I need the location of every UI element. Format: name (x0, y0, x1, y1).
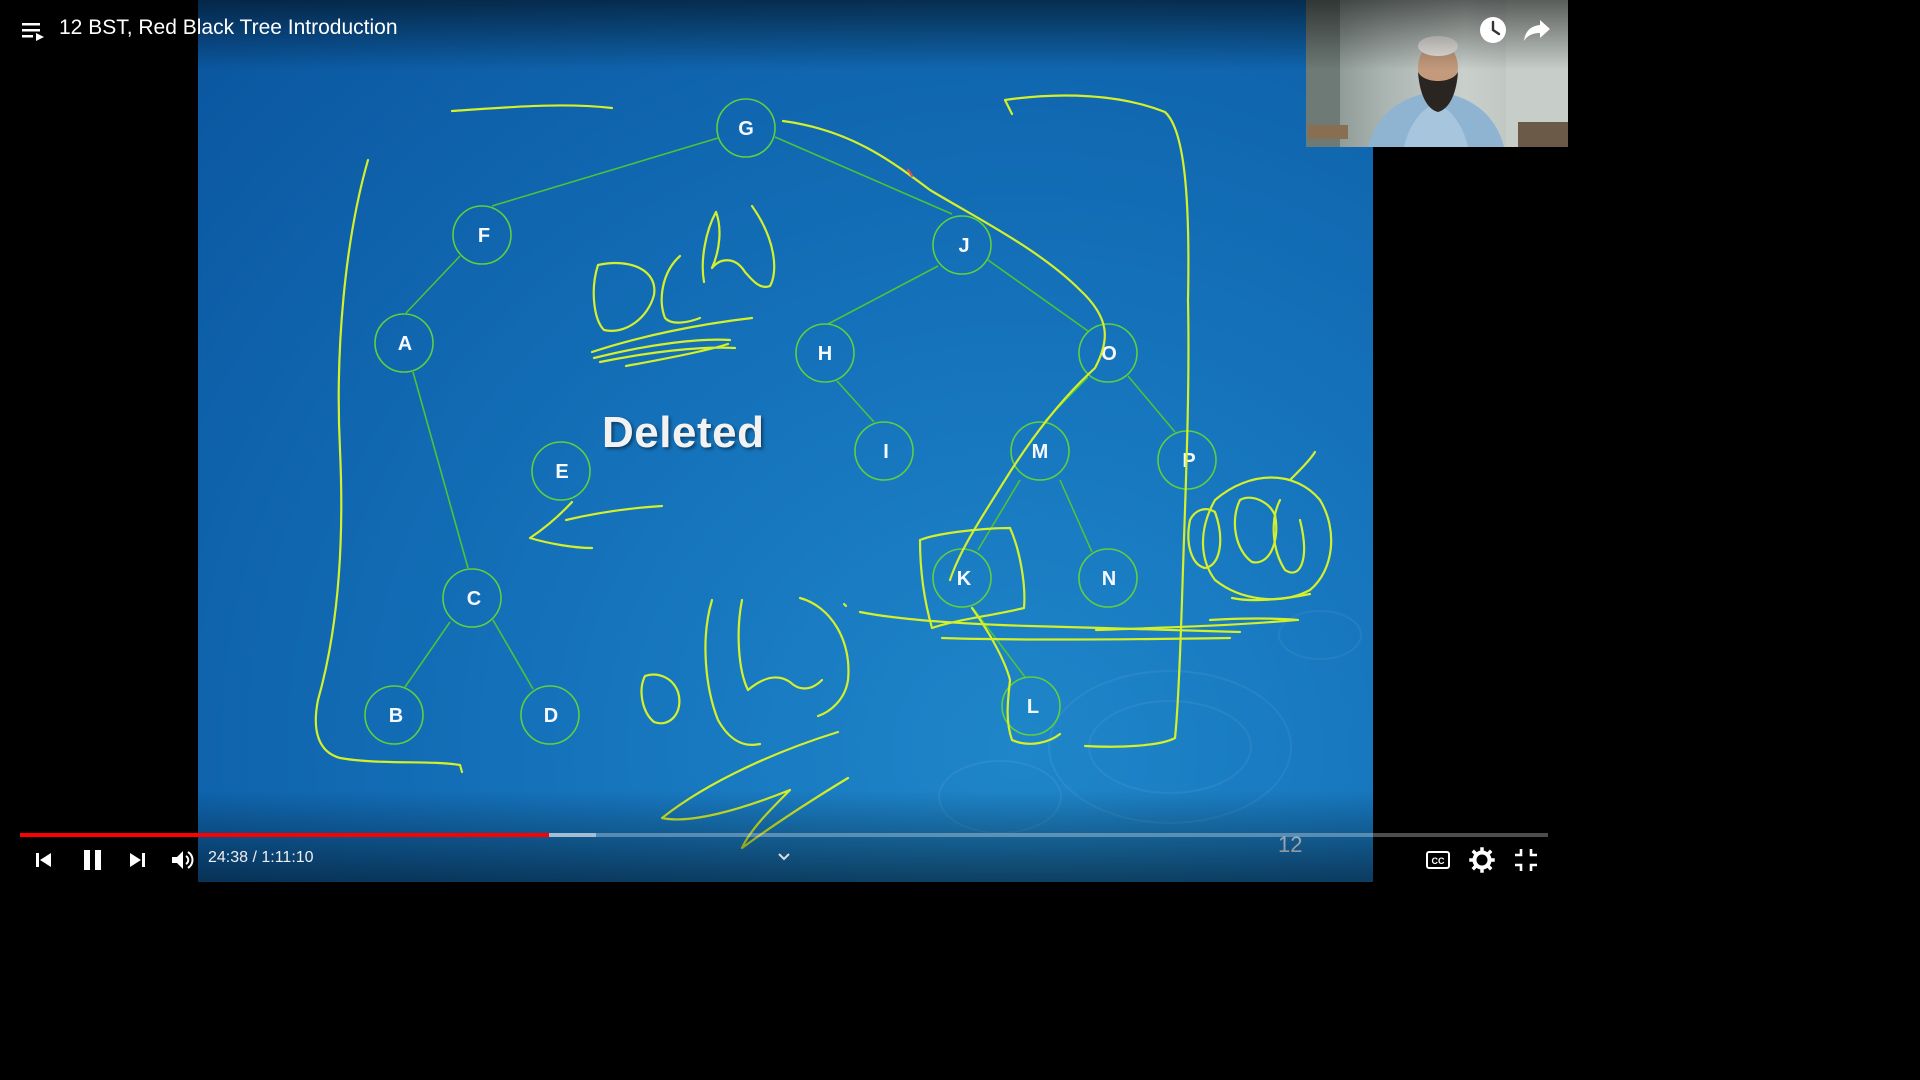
deleted-overlay-text: Deleted (602, 408, 765, 457)
svg-text:H: H (818, 343, 832, 365)
chevron-down-icon[interactable] (776, 850, 792, 864)
tree-nodes: G F J A H O E I M P C K N B D L (364, 98, 1217, 745)
svg-text:L: L (1027, 696, 1039, 718)
top-bar (0, 0, 1568, 70)
tree-node-b: B (364, 685, 424, 745)
progress-bar[interactable] (20, 833, 1548, 837)
slide-background (198, 0, 1373, 882)
skip-next-icon[interactable] (124, 846, 152, 874)
handwriting-annotations (314, 94, 1333, 850)
captions-icon[interactable]: CC (1424, 846, 1452, 874)
video-title[interactable]: 12 BST, Red Black Tree Introduction (59, 16, 398, 39)
tree-edges (404, 136, 1176, 690)
gear-icon[interactable] (1468, 846, 1496, 874)
svg-text:CC: CC (1432, 856, 1445, 866)
video-player[interactable]: G F J A H O E I M P C K N B D L (0, 0, 1568, 882)
svg-text:I: I (883, 441, 889, 463)
tree-node-m: M (1010, 421, 1070, 481)
volume-icon[interactable] (168, 846, 196, 874)
progress-played (20, 833, 550, 837)
svg-text:M: M (1032, 441, 1049, 463)
svg-text:C: C (467, 588, 481, 610)
tree-node-f: F (452, 205, 512, 265)
tree-node-o: O (1078, 323, 1138, 383)
svg-text:B: B (389, 705, 403, 727)
tree-diagram: G F J A H O E I M P C K N B D L (314, 94, 1333, 850)
svg-text:A: A (398, 333, 412, 355)
tree-node-h: H (795, 323, 855, 383)
svg-text:N: N (1102, 568, 1116, 590)
exit-fullscreen-icon[interactable] (1512, 846, 1540, 874)
tree-node-k: K (932, 548, 992, 608)
tree-node-a: A (374, 313, 434, 373)
svg-text:K: K (957, 568, 972, 590)
skip-previous-icon[interactable] (29, 846, 57, 874)
tree-node-d: D (520, 685, 580, 745)
share-icon[interactable] (1522, 16, 1552, 44)
tree-node-g: G (716, 98, 776, 158)
svg-text:E: E (555, 461, 568, 483)
tree-node-c: C (442, 568, 502, 628)
clock-icon[interactable] (1478, 15, 1508, 45)
pause-icon[interactable] (78, 845, 108, 875)
tree-node-i: I (854, 421, 914, 481)
svg-text:G: G (738, 118, 754, 140)
svg-text:D: D (544, 705, 558, 727)
time-display: 24:38 / 1:11:10 (208, 849, 314, 866)
svg-text:P: P (1182, 450, 1195, 472)
svg-text:O: O (1101, 343, 1117, 365)
tree-node-j: J (932, 215, 992, 275)
tree-node-e: E (531, 441, 591, 501)
svg-text:F: F (478, 225, 490, 247)
tree-node-l: L (1001, 676, 1061, 736)
tree-node-n: N (1078, 548, 1138, 608)
svg-text:J: J (958, 235, 969, 257)
playlist-icon[interactable] (20, 18, 46, 44)
